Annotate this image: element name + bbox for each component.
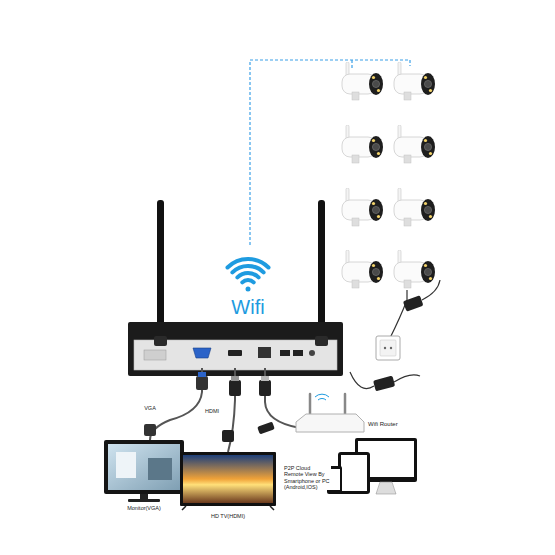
label-text: P2P Cloud Remote View By Smartphone or P…	[283, 465, 331, 490]
nvr-recorder	[128, 200, 343, 376]
label-text: Wifi	[230, 296, 265, 319]
wifi-router	[296, 394, 364, 432]
hd-tv	[180, 452, 276, 510]
cable-connectors	[144, 372, 275, 442]
camera-group	[342, 62, 435, 288]
label-text: HDMI	[204, 408, 220, 414]
wireless-link	[250, 60, 410, 245]
label-text: HD TV(HDMI)	[210, 513, 246, 519]
label-text: VGA	[143, 405, 157, 411]
vga-monitor	[104, 440, 184, 502]
label-text: Wifi Router	[367, 421, 399, 428]
cables	[150, 368, 300, 452]
label-text: Monitor(VGA)	[126, 505, 162, 511]
power-supply	[350, 280, 440, 391]
remote-devices	[327, 438, 417, 494]
wifi-icon	[228, 259, 269, 282]
